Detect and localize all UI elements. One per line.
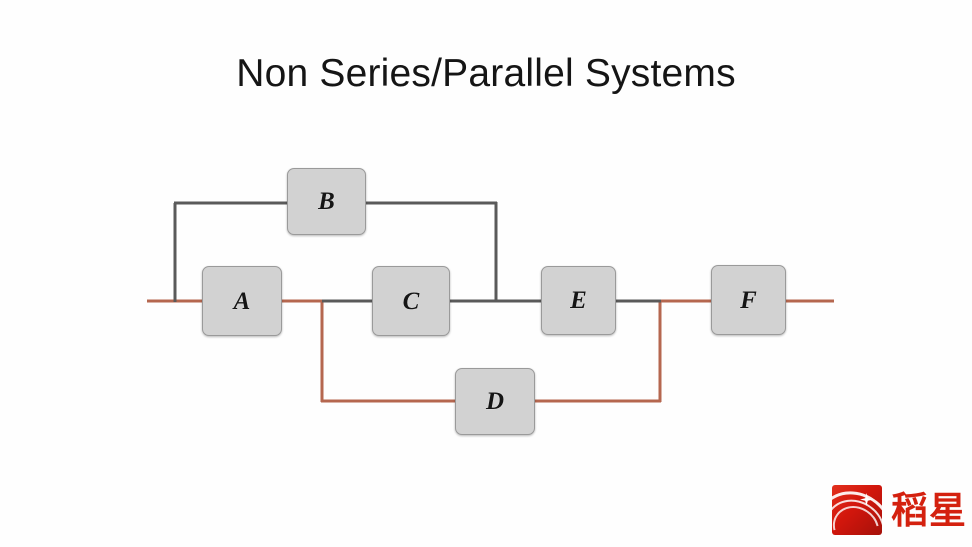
block-d-label: D [485, 388, 505, 415]
block-a-label: A [233, 287, 251, 315]
block-d[interactable]: D [455, 368, 535, 435]
block-b-label: B [318, 188, 335, 215]
logo-mark-icon [832, 485, 882, 535]
block-f-label: F [740, 286, 757, 314]
block-e-label: E [570, 287, 587, 314]
block-c[interactable]: C [372, 266, 450, 336]
block-c-label: C [402, 287, 420, 315]
block-e[interactable]: E [541, 266, 616, 335]
block-f[interactable]: F [711, 265, 786, 335]
logo-wordmark: 稻星 [891, 488, 967, 532]
block-a[interactable]: A [202, 266, 282, 336]
daoxing-logo: 稻星 [832, 482, 967, 538]
page-title: Non Series/Parallel Systems [236, 52, 736, 95]
block-b[interactable]: B [287, 168, 366, 235]
